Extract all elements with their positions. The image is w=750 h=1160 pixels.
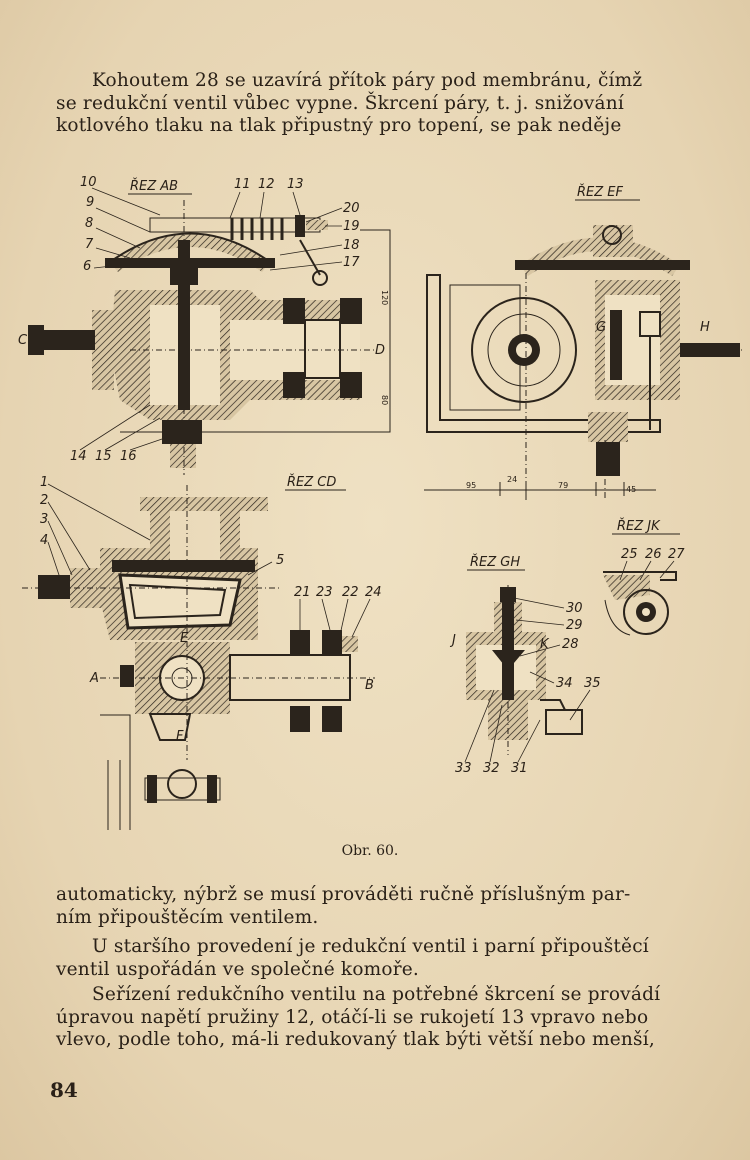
label-31: 31 <box>511 761 528 776</box>
dimension-79: 79 <box>558 481 568 490</box>
label-g: G <box>596 320 606 335</box>
section-jk-title: ŘEZ JK <box>617 518 661 534</box>
dimension-120: 120 <box>380 290 389 305</box>
label-28: 28 <box>562 637 579 652</box>
label-14: 14 <box>70 449 87 464</box>
section-cd-drawing <box>22 485 375 830</box>
label-22: 22 <box>342 585 359 600</box>
text-line: ním připouštěcím ventilem. <box>56 906 319 928</box>
label-26: 26 <box>645 547 662 562</box>
text-line: kotlového tlaku na tlak připustný pro to… <box>56 115 622 136</box>
label-3: 3 <box>40 512 48 527</box>
label-9: 9 <box>86 195 94 210</box>
paragraph-adjustment: Seřízení redukčního ventilu na potřebné … <box>56 984 696 1052</box>
dimension-95: 95 <box>466 481 476 490</box>
label-1: 1 <box>40 475 48 490</box>
figure-caption: Obr. 60. <box>341 843 399 859</box>
dimension-80: 80 <box>380 395 389 405</box>
section-ef-drawing <box>424 225 745 500</box>
label-6: 6 <box>83 259 91 274</box>
text-line: Kohoutem 28 se uzavírá přítok páry pod m… <box>92 70 643 91</box>
text-line: úpravou napětí pružiny 12, otáčí-li se r… <box>56 1006 649 1028</box>
label-33: 33 <box>455 761 472 776</box>
dimension-45: 45 <box>626 485 636 494</box>
section-ab-title: ŘEZ AB <box>130 178 178 194</box>
label-29: 29 <box>566 618 583 633</box>
label-35: 35 <box>584 676 601 691</box>
label-34: 34 <box>556 676 573 691</box>
label-4: 4 <box>40 533 48 548</box>
label-16: 16 <box>120 449 137 464</box>
label-20: 20 <box>343 201 360 216</box>
label-24: 24 <box>365 585 382 600</box>
label-19: 19 <box>343 219 360 234</box>
text-line: se redukční ventil vůbec vypne. Škrcení … <box>56 92 625 114</box>
text-line: automaticky, nýbrž se musí prováděti ruč… <box>56 884 631 905</box>
text-line: Seřízení redukčního ventilu na potřebné … <box>92 984 661 1005</box>
label-25: 25 <box>621 547 638 562</box>
label-7: 7 <box>85 237 94 252</box>
paragraph-top: Kohoutem 28 se uzavírá přítok páry pod m… <box>56 70 696 138</box>
label-12: 12 <box>258 177 275 192</box>
label-k: K <box>540 637 550 652</box>
label-h: H <box>700 320 710 335</box>
text-line: U staršího provedení je redukční ventil … <box>92 936 649 957</box>
label-21: 21 <box>294 585 311 600</box>
dimension-24: 24 <box>507 475 517 484</box>
section-gh-drawing <box>466 585 583 755</box>
label-18: 18 <box>343 238 360 253</box>
section-ef-title: ŘEZ EF <box>577 184 623 200</box>
text-line: vlevo, podle toho, má-li redukovaný tlak… <box>56 1029 655 1050</box>
page-number: 84 <box>50 1078 78 1102</box>
label-b: B <box>365 678 374 693</box>
label-32: 32 <box>483 761 500 776</box>
section-jk-drawing <box>603 571 677 636</box>
label-j: J <box>449 633 456 648</box>
label-d: D <box>375 343 385 358</box>
label-f: F <box>176 729 184 744</box>
section-ab-drawing <box>28 200 391 475</box>
label-15: 15 <box>95 449 112 464</box>
paragraph-continuation: automaticky, nýbrž se musí prováděti ruč… <box>56 884 696 929</box>
label-17: 17 <box>343 255 360 270</box>
label-5: 5 <box>276 553 284 568</box>
paragraph-older-design: U staršího provedení je redukční ventil … <box>56 936 696 981</box>
label-23: 23 <box>316 585 333 600</box>
label-e: E <box>180 631 189 646</box>
section-cd-title: ŘEZ CD <box>287 474 336 490</box>
label-c: C <box>18 333 28 348</box>
label-13: 13 <box>287 177 304 192</box>
label-2: 2 <box>40 493 48 508</box>
label-8: 8 <box>85 216 93 231</box>
label-11: 11 <box>234 177 251 192</box>
section-gh-title: ŘEZ GH <box>470 554 520 570</box>
label-30: 30 <box>566 601 583 616</box>
label-27: 27 <box>668 547 685 562</box>
text-line: ventil uspořádán ve společné komoře. <box>56 958 420 980</box>
label-a: A <box>89 671 99 686</box>
label-10: 10 <box>80 175 97 190</box>
